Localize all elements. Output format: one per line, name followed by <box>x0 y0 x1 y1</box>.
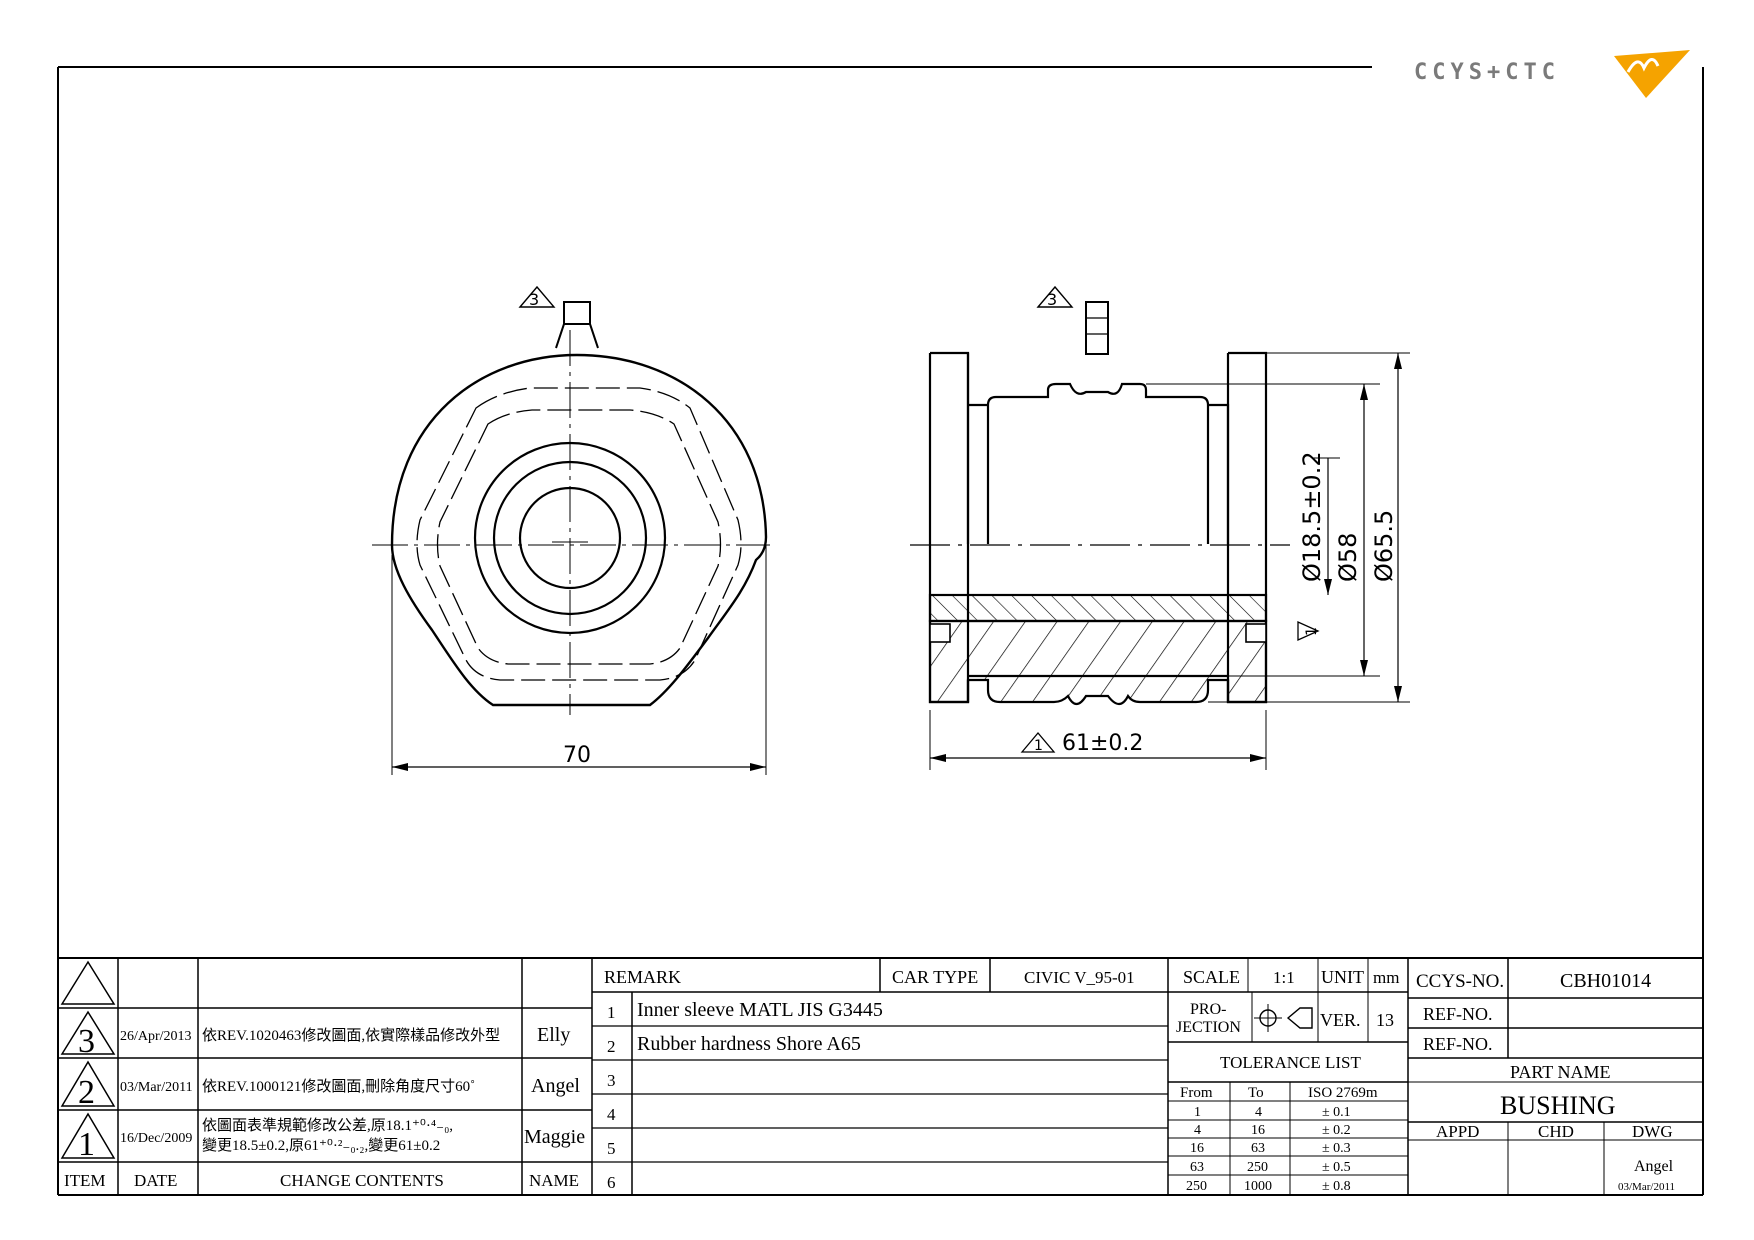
inner-tolerance-mark: 1 <box>1304 627 1320 636</box>
drawing-border <box>57 66 1704 1196</box>
revision-1-contents-line2: 變更18.5±0.2,原61⁺⁰·²₋₀.₂,變更61±0.2 <box>202 1137 440 1154</box>
tolerance-from: 250 <box>1186 1179 1207 1194</box>
tolerance-to-header: To <box>1248 1085 1264 1101</box>
tolerance-list-title: TOLERANCE LIST <box>1220 1053 1361 1072</box>
part-name-value: BUSHING <box>1500 1091 1616 1120</box>
front-revision-mark: 3 <box>529 290 539 309</box>
ref-no-label-1: REF-NO. <box>1423 1004 1493 1024</box>
revision-3-item: 3 <box>78 1023 95 1060</box>
inner-diameter-dimension: Ø18.5±0.2 <box>1298 451 1326 582</box>
revision-3-date: 26/Apr/2013 <box>120 1029 192 1044</box>
ver-value: 13 <box>1376 1010 1394 1030</box>
revision-2-item: 2 <box>78 1074 95 1111</box>
front-view: 3 70 <box>372 285 770 775</box>
chd-label: CHD <box>1538 1122 1574 1141</box>
revision-1-date: 16/Dec/2009 <box>120 1131 192 1146</box>
remark-no: 6 <box>607 1173 616 1192</box>
revision-2-contents: 依REV.1000121修改圖面,刪除角度尺寸60˚ <box>202 1078 475 1095</box>
unit-label: UNIT <box>1321 967 1364 987</box>
scale-label: SCALE <box>1183 967 1240 987</box>
remark-1-text: Inner sleeve MATL JIS G3445 <box>637 999 883 1021</box>
remark-no: 1 <box>607 1003 616 1022</box>
side-length-dimension: 61±0.2 <box>1062 731 1143 756</box>
revision-1-item: 1 <box>78 1126 95 1163</box>
tolerance-to: 4 <box>1255 1105 1262 1120</box>
tolerance-to: 16 <box>1251 1123 1265 1138</box>
revision-3-contents: 依REV.1020463修改圖面,依實際樣品修改外型 <box>202 1026 500 1044</box>
remark-no: 4 <box>607 1105 616 1124</box>
title-block: 3 2 1 26/Apr/2013 03/Mar/2011 16/Dec/200… <box>58 957 1703 1195</box>
tolerance-from-header: From <box>1180 1085 1213 1101</box>
outer-diameter-dimension: Ø65.5 <box>1370 510 1398 582</box>
projection-label-2: JECTION <box>1176 1019 1241 1036</box>
name-header: NAME <box>529 1171 579 1190</box>
tolerance-value: ± 0.1 <box>1322 1105 1351 1120</box>
revision-2-name: Angel <box>531 1075 580 1097</box>
third-angle-projection-icon <box>1254 1004 1313 1032</box>
length-tolerance-mark: 1 <box>1034 738 1043 754</box>
scale-value: 1:1 <box>1273 968 1295 987</box>
tolerance-from: 16 <box>1190 1141 1204 1156</box>
car-type-label: CAR TYPE <box>892 967 978 987</box>
tolerance-to: 63 <box>1251 1141 1265 1156</box>
item-header: ITEM <box>64 1171 106 1190</box>
revision-1-contents: 依圖面表準規範修改公差,原18.1⁺⁰·⁴₋₀, <box>202 1116 453 1134</box>
revision-1-name: Maggie <box>524 1126 585 1148</box>
tolerance-std-header: ISO 2769m <box>1308 1085 1378 1101</box>
remark-no: 3 <box>607 1071 616 1090</box>
side-revision-mark: 3 <box>1047 290 1057 309</box>
car-type-value: CIVIC V_95-01 <box>1024 968 1135 987</box>
projection-label: PRO- <box>1190 1001 1226 1018</box>
tolerance-value: ± 0.8 <box>1322 1179 1351 1194</box>
revision-2-date: 03/Mar/2011 <box>120 1080 193 1095</box>
dwg-label: DWG <box>1632 1122 1673 1141</box>
company-logo: CCYS+CTC <box>1414 50 1690 98</box>
tolerance-to: 1000 <box>1244 1179 1272 1194</box>
part-name-label: PART NAME <box>1510 1062 1610 1082</box>
tolerance-from: 63 <box>1190 1160 1204 1175</box>
dwg-name: Angel <box>1634 1158 1674 1175</box>
tolerance-to: 250 <box>1247 1160 1268 1175</box>
remark-2-text: Rubber hardness Shore A65 <box>637 1033 861 1055</box>
appd-label: APPD <box>1436 1122 1479 1141</box>
ccys-no-label: CCYS-NO. <box>1416 971 1504 992</box>
side-view: 3 1 61±0.2 Ø6 <box>910 285 1410 770</box>
logo-emblem-icon <box>1614 50 1690 98</box>
remark-header: REMARK <box>604 967 681 987</box>
front-width-dimension: 70 <box>563 743 591 768</box>
ref-no-label-2: REF-NO. <box>1423 1034 1493 1054</box>
ver-label: VER. <box>1320 1010 1361 1030</box>
tolerance-from: 1 <box>1194 1105 1201 1120</box>
tolerance-from: 4 <box>1194 1123 1201 1138</box>
logo-text: CCYS+CTC <box>1414 60 1560 85</box>
tolerance-value: ± 0.2 <box>1322 1123 1351 1138</box>
unit-value: mm <box>1373 968 1399 987</box>
change-contents-header: CHANGE CONTENTS <box>280 1171 444 1190</box>
remark-no: 2 <box>607 1037 616 1056</box>
tolerance-value: ± 0.5 <box>1322 1160 1351 1175</box>
tolerance-value: ± 0.3 <box>1322 1141 1351 1156</box>
remark-no: 5 <box>607 1139 616 1158</box>
dwg-date: 03/Mar/2011 <box>1618 1181 1675 1193</box>
mid-diameter-dimension: Ø58 <box>1334 533 1362 582</box>
date-header: DATE <box>134 1171 177 1190</box>
revision-3-name: Elly <box>537 1024 570 1046</box>
ccys-no-value: CBH01014 <box>1560 970 1651 992</box>
